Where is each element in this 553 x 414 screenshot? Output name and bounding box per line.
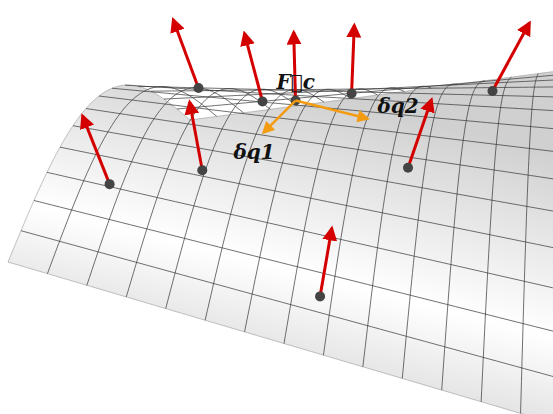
math-label: δq2 <box>378 95 419 117</box>
point-dot <box>197 165 207 175</box>
grid-line <box>86 109 553 181</box>
grid-line <box>21 231 553 379</box>
grid-line <box>164 79 553 99</box>
surface-grid <box>21 74 553 414</box>
surface <box>8 70 553 414</box>
force-arrow <box>173 20 198 88</box>
point-dot <box>347 88 357 98</box>
grid-line <box>73 126 553 213</box>
point-dot <box>403 163 413 173</box>
force-arrow <box>492 23 529 91</box>
grid-line <box>177 74 553 109</box>
math-label: δq1 <box>234 141 275 163</box>
grid-line <box>402 84 458 378</box>
grid-line <box>47 172 553 289</box>
force-arrow <box>83 116 110 184</box>
grid-line <box>166 89 297 308</box>
constraint-forces <box>83 20 530 301</box>
point-dot <box>487 86 497 96</box>
point-dot <box>315 291 325 301</box>
grid-line <box>323 88 404 355</box>
virtual-displacement-arrow <box>296 101 368 119</box>
grid-line <box>521 74 539 414</box>
grid-line <box>99 96 553 153</box>
point-dot <box>193 83 203 93</box>
grid-line <box>34 200 553 333</box>
grid-line <box>363 86 431 366</box>
grid-line <box>126 89 270 297</box>
math-label: F⃗c <box>276 71 314 93</box>
force-arrow <box>244 33 262 101</box>
point-dot <box>257 96 267 106</box>
grid-line <box>47 87 216 274</box>
force-arrow <box>190 102 203 170</box>
grid-line <box>481 77 511 402</box>
grid-line <box>245 89 351 332</box>
force-arrow <box>320 228 332 296</box>
point-dot <box>105 179 115 189</box>
virtual-displacement-arrow <box>264 101 296 133</box>
grid-line <box>205 89 324 320</box>
force-arrow <box>352 25 355 93</box>
grid-line <box>442 81 485 390</box>
